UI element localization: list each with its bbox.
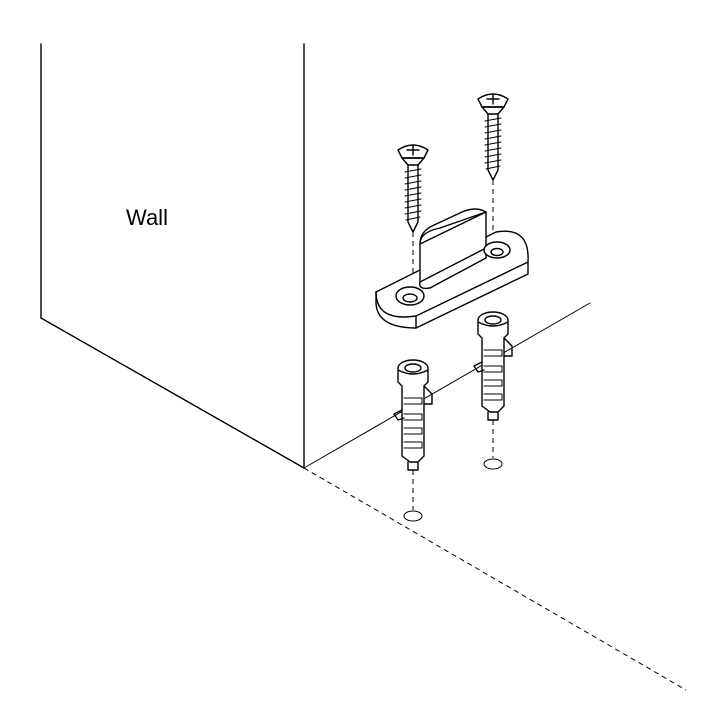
screw-left: [397, 144, 429, 233]
screw-right: [477, 93, 509, 181]
wall-label: Wall: [126, 205, 168, 230]
wall-anchor-right: [473, 311, 513, 421]
drill-hole-left: [403, 510, 423, 522]
floor-line: [303, 467, 687, 691]
wall: [40, 43, 591, 469]
drill-hole-right: [483, 458, 503, 470]
wall-anchor-left: [393, 359, 433, 471]
drill-holes: [403, 458, 503, 522]
door-stop-plate: [375, 208, 529, 329]
